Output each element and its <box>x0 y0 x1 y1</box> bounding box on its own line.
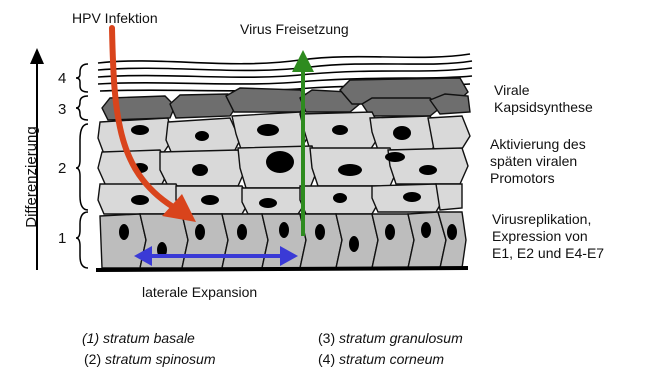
legend-num-3: (3) <box>318 330 335 346</box>
legend-num-1: (1) <box>82 330 99 346</box>
basement-membrane <box>96 268 468 270</box>
layer-number-2: 2 <box>58 160 66 177</box>
layer-number-3: 3 <box>58 101 66 118</box>
replication-line-3: E1, E2 und E4-E7 <box>492 245 604 262</box>
capsid-synthesis-annotation: Virale Kapsidsynthese <box>494 82 593 116</box>
layer-number-1: 1 <box>58 230 66 247</box>
differentiation-label: Differenzierung <box>23 122 43 232</box>
legend-item-stratum-spinosum: (2) stratum spinosum <box>84 351 216 367</box>
lateral-expansion-label: laterale Expansion <box>142 284 257 301</box>
legend-name-1: stratum basale <box>103 330 195 346</box>
legend-name-2: stratum spinosum <box>105 351 215 367</box>
virus-release-label: Virus Freisetzung <box>240 21 349 38</box>
legend-item-stratum-corneum: (4) stratum corneum <box>318 351 444 367</box>
legend-name-3: stratum granulosum <box>339 330 463 346</box>
replication-line-2: Expression von <box>492 228 604 245</box>
legend-item-stratum-basale: (1) stratum basale <box>82 330 195 346</box>
layer-brackets <box>76 64 88 268</box>
late-promoter-annotation: Aktivierung des späten viralen Promotors <box>490 136 586 187</box>
capsid-line-1: Virale <box>494 82 593 99</box>
capsid-line-2: Kapsidsynthese <box>494 99 593 116</box>
replication-annotation: Virusreplikation, Expression von E1, E2 … <box>492 211 604 262</box>
legend-name-4: stratum corneum <box>339 351 444 367</box>
hpv-infection-label: HPV Infektion <box>72 10 158 27</box>
legend-num-4: (4) <box>318 351 335 367</box>
late-promoter-line-3: Promotors <box>490 170 586 187</box>
legend-item-stratum-granulosum: (3) stratum granulosum <box>318 330 463 346</box>
replication-line-1: Virusreplikation, <box>492 211 604 228</box>
layer-number-4: 4 <box>58 70 66 87</box>
legend-num-2: (2) <box>84 351 101 367</box>
late-promoter-line-1: Aktivierung des <box>490 136 586 153</box>
late-promoter-line-2: späten viralen <box>490 153 586 170</box>
